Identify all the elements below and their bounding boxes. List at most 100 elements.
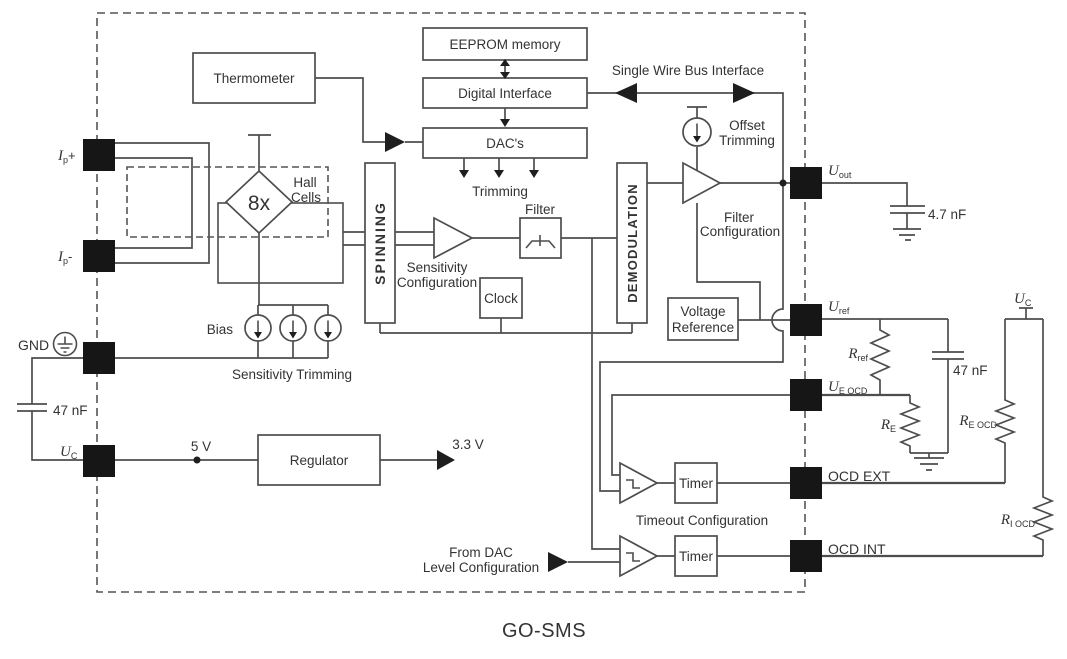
pad-ue-ocd [790, 379, 822, 411]
hall-gain-label: 8x [248, 192, 271, 215]
output-ground-symbol [893, 228, 921, 241]
output-amplifier [682, 161, 722, 205]
ueocd-to-comparator-wire [611, 394, 790, 476]
sensitivity-trimming-label: Sensitivity Trimming [232, 367, 352, 382]
r-ref-label: Rref [847, 346, 868, 363]
cap-uref-plates [932, 351, 964, 360]
from-dac-label-1: From DAC [449, 545, 513, 560]
comparator-ext [619, 461, 659, 505]
uout-pin-label: Uout [828, 163, 852, 180]
digital-interface-label: Digital Interface [458, 86, 552, 101]
diagram-title: GO-SMS [502, 620, 586, 642]
clock-bus-wire [379, 318, 633, 334]
thermometer-label: Thermometer [213, 71, 295, 86]
dacs-trimming-lines [463, 158, 535, 171]
pad-uc [83, 445, 115, 477]
hall-supply-tick [248, 134, 271, 171]
uref-ground-symbol [914, 457, 944, 471]
regulator-block [257, 434, 381, 486]
trimming-arrowhead-2 [494, 170, 504, 178]
dacs-label: DAC's [486, 136, 524, 151]
from-dac-arrowhead [548, 552, 568, 572]
thermometer-block [192, 52, 316, 104]
r-e-ocd-resistor [993, 319, 1017, 483]
cap-output-value: 4.7 nF [928, 207, 966, 222]
cap-supply-value: 47 nF [53, 403, 88, 418]
timer-ext-label: Timer [679, 476, 713, 491]
bandpass-filter-icon [525, 235, 556, 249]
eeprom-up-arrowhead [500, 59, 510, 66]
single-wire-bus-label: Single Wire Bus Interface [612, 63, 764, 78]
hall-cells-label-1: Hall [293, 175, 316, 190]
pad-ocd-ext [790, 467, 822, 499]
filter-block [519, 217, 562, 259]
uc-supply-rail [1005, 307, 1043, 320]
filter-label: Filter [525, 202, 556, 217]
pad-gnd [83, 342, 115, 374]
ip-current-loop-outer [115, 142, 210, 264]
voltage-reference-label-1: Voltage [680, 304, 725, 319]
filter-config-label-2: Configuration [700, 224, 780, 239]
dacs-block [422, 127, 588, 159]
trimming-arrowhead-3 [529, 170, 539, 178]
hall-gain-diamond [224, 169, 294, 235]
hall-to-spinning-wires [343, 231, 365, 246]
filter-config-label-1: Filter [724, 210, 755, 225]
uout-junction-dot [779, 179, 787, 187]
gnd-to-cap-branch [31, 357, 83, 461]
supply-junction-dot [193, 456, 201, 464]
eeprom-label: EEPROM memory [449, 37, 560, 52]
digital-interface-block [422, 77, 588, 109]
clock-label: Clock [484, 291, 518, 306]
comparator-int-step-icon [626, 552, 640, 562]
thermometer-arrowhead [385, 132, 405, 152]
r-ref-resistor [868, 319, 892, 395]
pad-ocd-int [790, 540, 822, 572]
from-dac-label-2: Level Configuration [423, 560, 539, 575]
r-e-resistor [898, 395, 922, 453]
dac-trimming-label: Trimming [472, 184, 528, 199]
comparator-int [619, 534, 659, 578]
bus-left-arrowhead [615, 83, 637, 103]
r-e-label: RE [880, 417, 896, 434]
eeprom-down-arrowhead [500, 72, 510, 79]
earth-ground-icon [52, 331, 78, 357]
filter-config-wire [696, 203, 761, 320]
regulator-label: Regulator [290, 453, 349, 468]
filter-tap-to-comparator-int [591, 238, 620, 550]
gnd-pin-label: GND [18, 337, 49, 353]
hall-cells-dashed-region [126, 166, 329, 238]
bias-label: Bias [207, 322, 234, 337]
uout-external-wire [822, 182, 908, 229]
pad-uout [790, 167, 822, 199]
spinning-label: SPINNING [372, 201, 388, 285]
offset-source-stubs [687, 106, 707, 171]
r-e-ocd-label: RE OCD [958, 413, 997, 430]
comparator-ext-step-icon [626, 479, 640, 489]
voltage-reference-block [667, 297, 739, 341]
timeout-config-label: Timeout Configuration [636, 513, 768, 528]
ip-current-loop-inner [115, 157, 193, 249]
voltage-reference-label-2: Reference [672, 320, 734, 335]
eeprom-block [422, 27, 588, 61]
ocd-int-pin-label: OCD INT [828, 541, 886, 557]
offset-trimming-label-2: Trimming [719, 133, 775, 148]
bias-top-rail [257, 304, 329, 315]
sensitivity-amplifier [433, 216, 474, 260]
ocd-ext-pin-label: OCD EXT [828, 468, 891, 484]
uc-left-pin-label: UC [60, 444, 78, 461]
pad-ip-minus [83, 240, 115, 272]
r-i-ocd-resistor [1031, 319, 1055, 556]
single-wire-bus-wire [587, 92, 784, 183]
ue-ocd-pin-label: UE OCD [828, 379, 868, 396]
spinning-to-amp-wires [395, 231, 434, 246]
timer-ext-block [674, 462, 718, 504]
timer-int-label: Timer [679, 549, 713, 564]
offset-trimming-label-1: Offset [729, 118, 765, 133]
ip-plus-pin-label: Ip+ [57, 148, 76, 165]
demodulation-label: DEMODULATION [625, 183, 640, 303]
uout-to-comparator-ext-hop [599, 183, 784, 492]
uc-right-pin-label: UC [1014, 291, 1032, 308]
